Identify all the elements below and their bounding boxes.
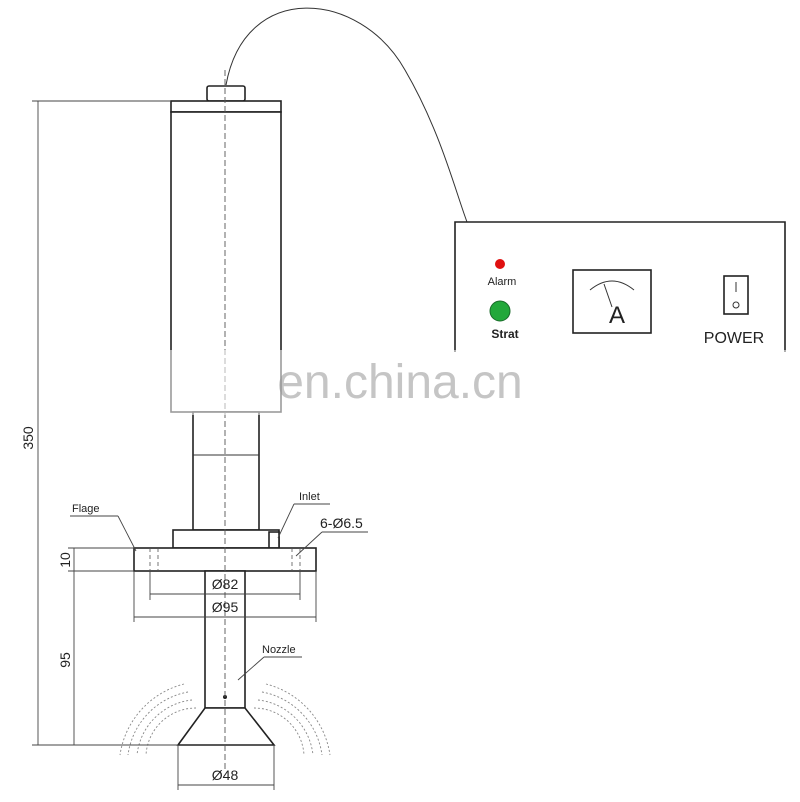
callout-inlet: Inlet	[277, 491, 330, 539]
dim-nozzle-length: 95	[57, 571, 75, 745]
callout-inlet-label: Inlet	[299, 491, 320, 503]
inlet-port[interactable]	[268, 531, 280, 549]
callout-bolt-holes: 6-Ø6.5	[295, 515, 368, 557]
dim-flange-thickness-value: 10	[57, 552, 73, 568]
dim-height-total-value: 350	[20, 426, 36, 450]
connection-cable	[225, 7, 468, 223]
dim-nozzle-diameter: Ø48	[177, 745, 275, 790]
nozzle-tip	[176, 707, 276, 746]
start-button[interactable]	[489, 300, 511, 322]
watermark-band	[150, 350, 800, 415]
spray-wave	[253, 707, 305, 756]
callout-flange-label: Flage	[72, 503, 100, 515]
ultrasonic-generator: Alarm Strat A POWER	[454, 221, 786, 352]
dim-bore-diameter-value: Ø82	[212, 576, 239, 592]
top-cap	[170, 100, 282, 113]
dim-height-total: 350	[20, 100, 178, 746]
dim-flange-diameter-value: Ø95	[212, 599, 239, 615]
leader-line	[117, 515, 137, 552]
ammeter-scale	[589, 280, 635, 291]
spray-wave	[265, 683, 331, 756]
spray-wave	[257, 699, 314, 756]
leader-line	[237, 656, 265, 681]
dim-flange-thickness: 10	[57, 547, 134, 572]
leader-line	[295, 531, 323, 557]
power-label: POWER	[704, 330, 764, 347]
spray-waves	[119, 683, 331, 756]
spray-wave	[136, 699, 193, 756]
watermark-text: en.china.cn	[277, 356, 523, 409]
leader-line	[277, 503, 295, 539]
start-label: Strat	[491, 327, 518, 341]
horn-section	[192, 411, 260, 531]
flange-collar	[172, 529, 280, 549]
callout-bolt-holes-label: 6-Ø6.5	[320, 515, 363, 531]
dim-nozzle-diameter-value: Ø48	[212, 767, 239, 783]
ammeter-symbol: A	[609, 302, 625, 329]
spray-wave	[145, 707, 197, 756]
connector-cap	[206, 85, 246, 102]
callout-flange: Flage	[70, 503, 137, 552]
dim-flange-diameters: Ø82 Ø95	[133, 571, 317, 622]
power-switch-dot	[732, 301, 740, 309]
alarm-label: Alarm	[488, 276, 517, 288]
alarm-indicator	[495, 259, 505, 269]
dim-nozzle-length-value: 95	[57, 652, 73, 668]
ammeter-needle	[603, 283, 613, 308]
callout-nozzle: Nozzle	[237, 644, 302, 681]
spray-wave	[119, 683, 185, 756]
callout-nozzle-label: Nozzle	[262, 644, 296, 656]
